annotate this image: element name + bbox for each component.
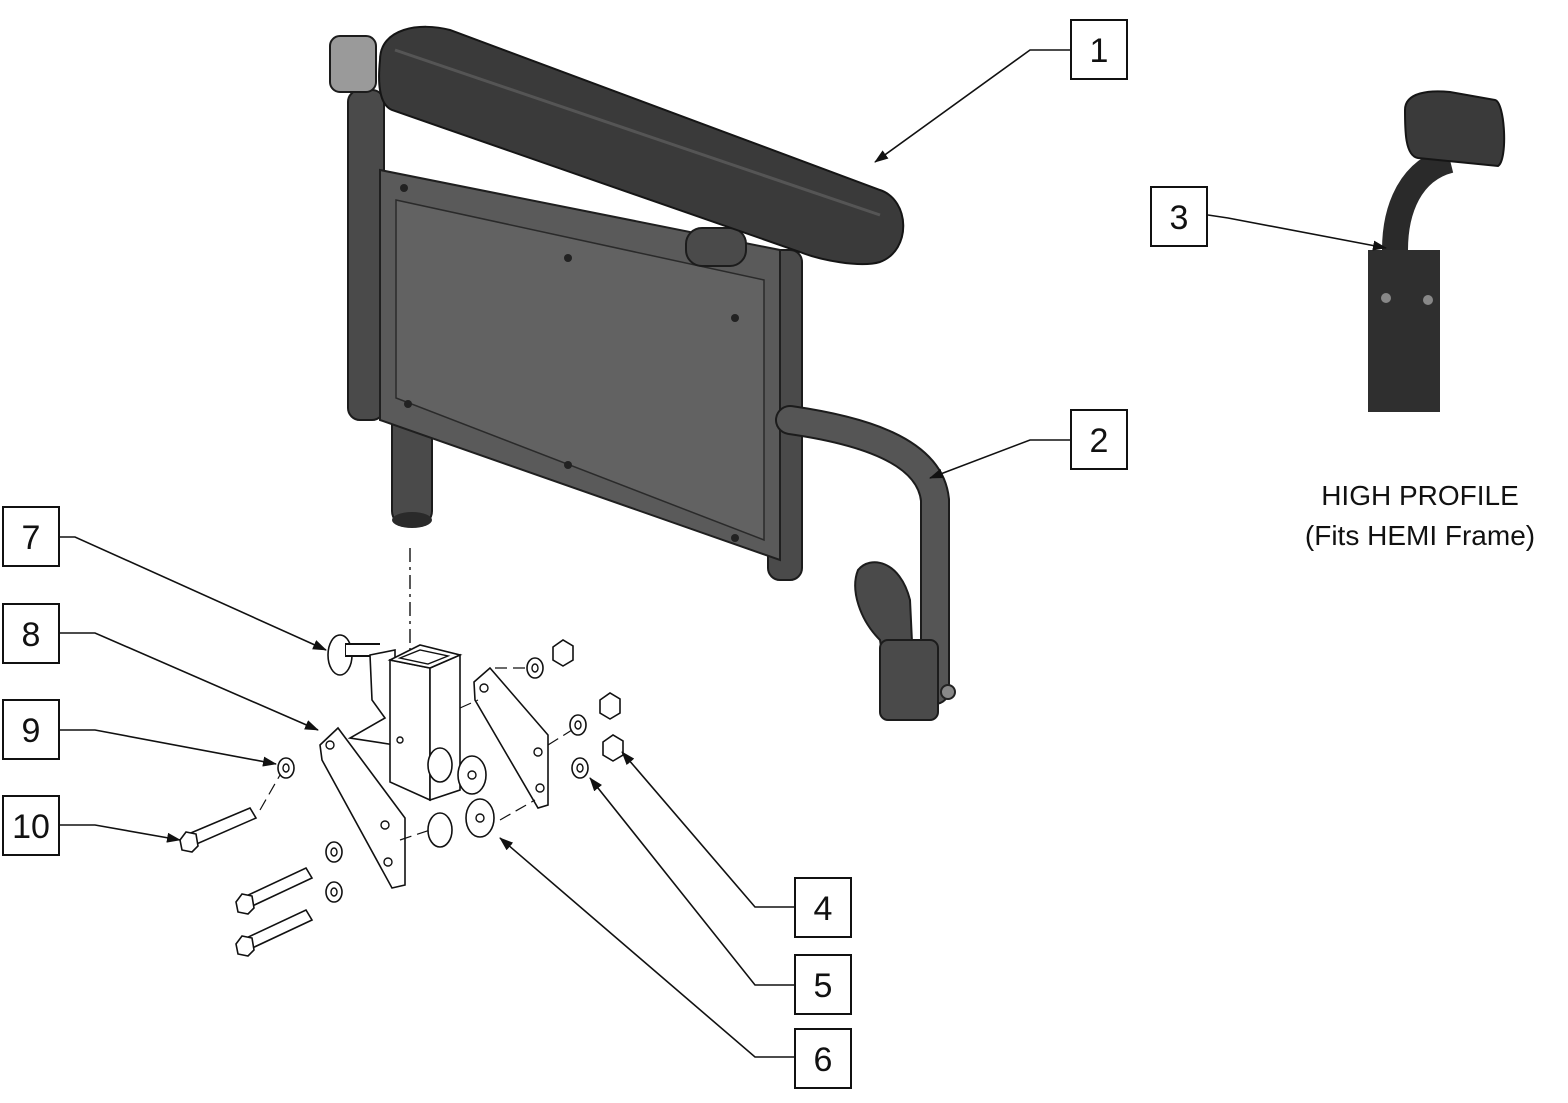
spacer-group [427, 747, 495, 848]
right-bracket-plate [473, 666, 549, 809]
callout-number: 1 [1090, 32, 1109, 70]
callout-number: 8 [22, 616, 41, 654]
high-profile-armrest-illustration [1368, 90, 1506, 412]
front-knob [685, 227, 747, 267]
armrest-assembly-illustration [329, 25, 956, 721]
callout-4: 4 [794, 877, 852, 938]
release-lever-clamp [879, 639, 939, 721]
callout-5: 5 [794, 954, 852, 1015]
hex-nut [599, 692, 621, 720]
callout-number: 9 [22, 712, 41, 750]
bracket-hole [383, 857, 393, 867]
callout-number: 3 [1170, 199, 1189, 237]
hex-bolt [235, 908, 314, 957]
armrest-back-post [347, 89, 385, 421]
leader-8 [60, 632, 319, 731]
spacer-hole [475, 813, 485, 823]
receiver-hole [396, 736, 404, 744]
release-lever-bolt [940, 684, 956, 700]
washer-hole [282, 763, 290, 773]
washer-hole [531, 663, 539, 673]
high-profile-post [1368, 250, 1440, 412]
callout-number: 10 [12, 808, 50, 846]
high-profile-pad [1403, 90, 1506, 168]
assembly-guide-lines [259, 667, 573, 841]
high-profile-screw [1381, 293, 1391, 303]
bracket-hole [533, 747, 543, 757]
left-bracket-plate [319, 726, 406, 889]
bracket-hole [535, 783, 545, 793]
bracket-hole [380, 820, 390, 830]
panel-screw [731, 534, 739, 542]
callout-number: 7 [22, 519, 41, 557]
receiver-clip [347, 649, 396, 746]
leader-7 [60, 536, 327, 651]
receiver-socket [397, 649, 451, 665]
washer-hole [574, 720, 582, 730]
high-profile-tube [1382, 147, 1454, 251]
panel-screw [731, 314, 739, 322]
armrest-side-panel-inset [395, 199, 765, 542]
bracket-hole [479, 683, 489, 693]
high-profile-screw [1423, 295, 1433, 305]
callout-number: 4 [814, 890, 833, 928]
callout-3: 3 [1150, 186, 1208, 247]
callout-1: 1 [1070, 19, 1128, 80]
panel-screw [564, 461, 572, 469]
callout-2: 2 [1070, 409, 1128, 470]
leader-lines [60, 49, 1387, 1058]
callout-number: 6 [814, 1041, 833, 1079]
leader-1 [874, 49, 1070, 163]
leader-10 [60, 824, 181, 843]
panel-screw [564, 254, 572, 262]
armrest-pad-highlight [394, 48, 881, 217]
leader-6 [499, 837, 795, 1058]
high-profile-caption-line2: (Fits HEMI Frame) [1305, 520, 1535, 551]
armrest-front-tube-fill [777, 407, 948, 703]
spacer-hole [467, 770, 477, 780]
bracket-hole [325, 740, 335, 750]
callout-6: 6 [794, 1028, 852, 1089]
spacer [427, 747, 453, 783]
high-profile-caption-line1: HIGH PROFILE [1321, 480, 1519, 511]
callout-number: 2 [1090, 422, 1109, 460]
leader-2 [929, 439, 1070, 479]
callout-8: 8 [2, 603, 60, 664]
armrest-post-cap [329, 35, 377, 93]
callout-10: 10 [2, 795, 60, 856]
washer-hole [576, 763, 584, 773]
armrest-pad [378, 25, 905, 266]
leader-9 [60, 729, 277, 767]
washer-hole [330, 887, 338, 897]
hex-bolt [179, 806, 258, 853]
hex-nut [552, 639, 574, 667]
panel-screw [404, 400, 412, 408]
receiver-body-front [389, 659, 431, 802]
hex-bolt [235, 866, 314, 915]
leader-5 [589, 777, 795, 986]
panel-screw [400, 184, 408, 192]
leader-3 [1207, 214, 1387, 251]
callout-7: 7 [2, 506, 60, 567]
washer-hole [330, 847, 338, 857]
spacer [427, 812, 453, 848]
callout-number: 5 [814, 967, 833, 1005]
callout-9: 9 [2, 699, 60, 760]
leader-4 [621, 751, 795, 908]
hex-nut [602, 734, 624, 762]
armrest-post-insert-end [392, 512, 432, 528]
mounting-hardware-illustration [179, 634, 624, 957]
